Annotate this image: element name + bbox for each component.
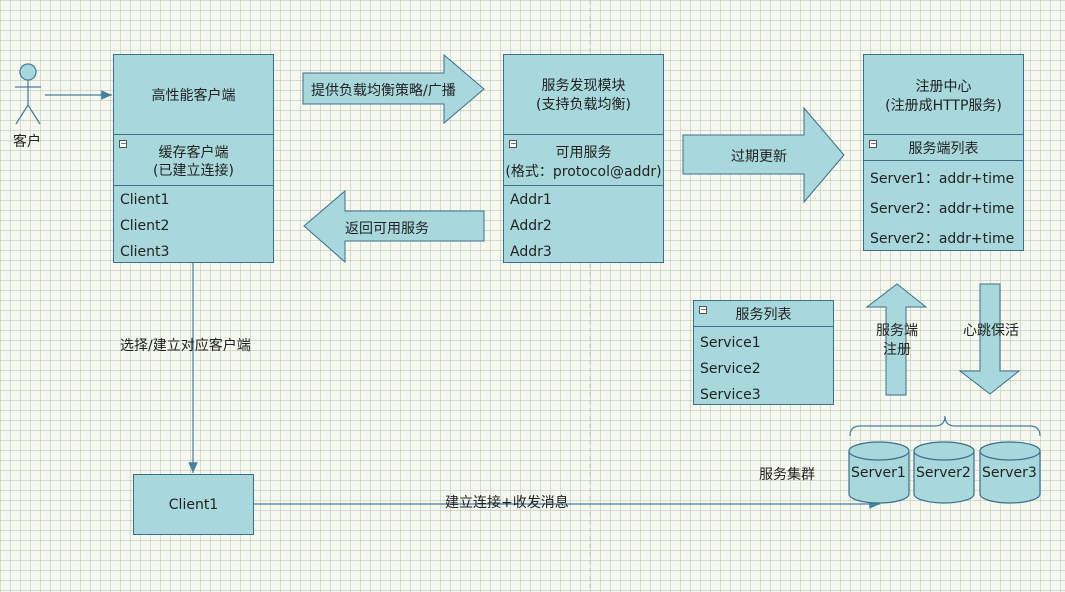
discovery-section-line2: (格式：protocol@addr) xyxy=(505,164,662,180)
server-name-2: Server2 xyxy=(916,465,971,481)
discovery-section: − 可用服务 (格式：protocol@addr) xyxy=(504,135,663,186)
registry-title-line2: (注册成HTTP服务) xyxy=(885,98,1002,114)
hp-client-section-line1: 缓存客户端 xyxy=(158,145,229,161)
service-list-item: Service1 xyxy=(700,335,761,351)
discovery-item: Addr1 xyxy=(510,192,552,208)
collapse-icon[interactable]: − xyxy=(119,139,127,148)
discovery-item: Addr3 xyxy=(510,244,552,260)
service-list-box[interactable]: 服务列表 − Service1 Service2 Service3 xyxy=(693,300,834,405)
actor-figure xyxy=(15,63,41,125)
discovery-box[interactable]: 服务发现模块 (支持负载均衡) − 可用服务 (格式：protocol@addr… xyxy=(503,54,664,263)
edge-select-client-label: 选择/建立对应客户端 xyxy=(120,338,251,354)
collapse-icon[interactable]: − xyxy=(869,139,877,148)
discovery-section-line1: 可用服务 xyxy=(555,145,612,161)
collapse-icon[interactable]: − xyxy=(509,139,517,148)
service-list-item: Service2 xyxy=(700,361,761,377)
hp-client-item: Client3 xyxy=(120,244,170,260)
service-list-title: 服务列表 xyxy=(694,301,833,327)
hp-client-section: − 缓存客户端 (已建立连接) xyxy=(114,135,273,186)
server-cylinder-1 xyxy=(848,441,910,504)
hp-client-section-line2: (已建立连接) xyxy=(153,163,234,179)
registry-item: Server2：addr+time xyxy=(870,201,1015,217)
registry-title: 注册中心 (注册成HTTP服务) xyxy=(864,55,1023,135)
arrow-server-register-label: 服务端注册 xyxy=(876,323,918,358)
discovery-title-line2: (支持负载均衡) xyxy=(536,97,631,113)
registry-title-line1: 注册中心 xyxy=(915,79,972,95)
arrow-server-register xyxy=(865,283,928,396)
discovery-title: 服务发现模块 (支持负载均衡) xyxy=(504,55,663,135)
arrow-heartbeat-label: 心跳保活 xyxy=(963,323,1019,339)
service-list-item: Service3 xyxy=(700,387,761,403)
client1-box[interactable]: Client1 xyxy=(133,474,254,535)
server-name-3: Server3 xyxy=(982,465,1037,481)
edge-connect-message-label: 建立连接+收发消息 xyxy=(445,495,569,511)
server-cylinder-2 xyxy=(913,441,975,504)
arrow-return-available-label: 返回可用服务 xyxy=(345,221,429,237)
arrow-lb-broadcast-label: 提供负载均衡策略/广播 xyxy=(311,83,456,99)
server-name-1: Server1 xyxy=(851,465,906,481)
cluster-label: 服务集群 xyxy=(759,467,815,483)
arrow-return-available xyxy=(303,189,485,264)
arrow-expire-update xyxy=(682,106,845,204)
collapse-icon[interactable]: − xyxy=(699,305,707,314)
arrow-lb-broadcast xyxy=(302,53,485,125)
server-cylinder-3 xyxy=(979,441,1041,504)
discovery-title-line1: 服务发现模块 xyxy=(541,78,626,94)
arrow-expire-update-label: 过期更新 xyxy=(731,149,787,165)
hp-client-box[interactable]: 高性能客户端 − 缓存客户端 (已建立连接) Client1 Client2 C… xyxy=(113,54,274,263)
discovery-item: Addr2 xyxy=(510,218,552,234)
registry-section: 服务端列表 xyxy=(864,135,1023,161)
hp-client-item: Client2 xyxy=(120,218,170,234)
hp-client-title: 高性能客户端 xyxy=(114,55,273,135)
arrow-heartbeat xyxy=(958,283,1021,395)
actor-label: 客户 xyxy=(13,134,41,150)
hp-client-item: Client1 xyxy=(120,192,170,208)
registry-box[interactable]: 注册中心 (注册成HTTP服务) 服务端列表 − Server1：addr+ti… xyxy=(863,54,1024,251)
registry-item: Server2：addr+time xyxy=(870,231,1015,247)
registry-item: Server1：addr+time xyxy=(870,171,1015,187)
cluster-brace xyxy=(849,415,1041,437)
